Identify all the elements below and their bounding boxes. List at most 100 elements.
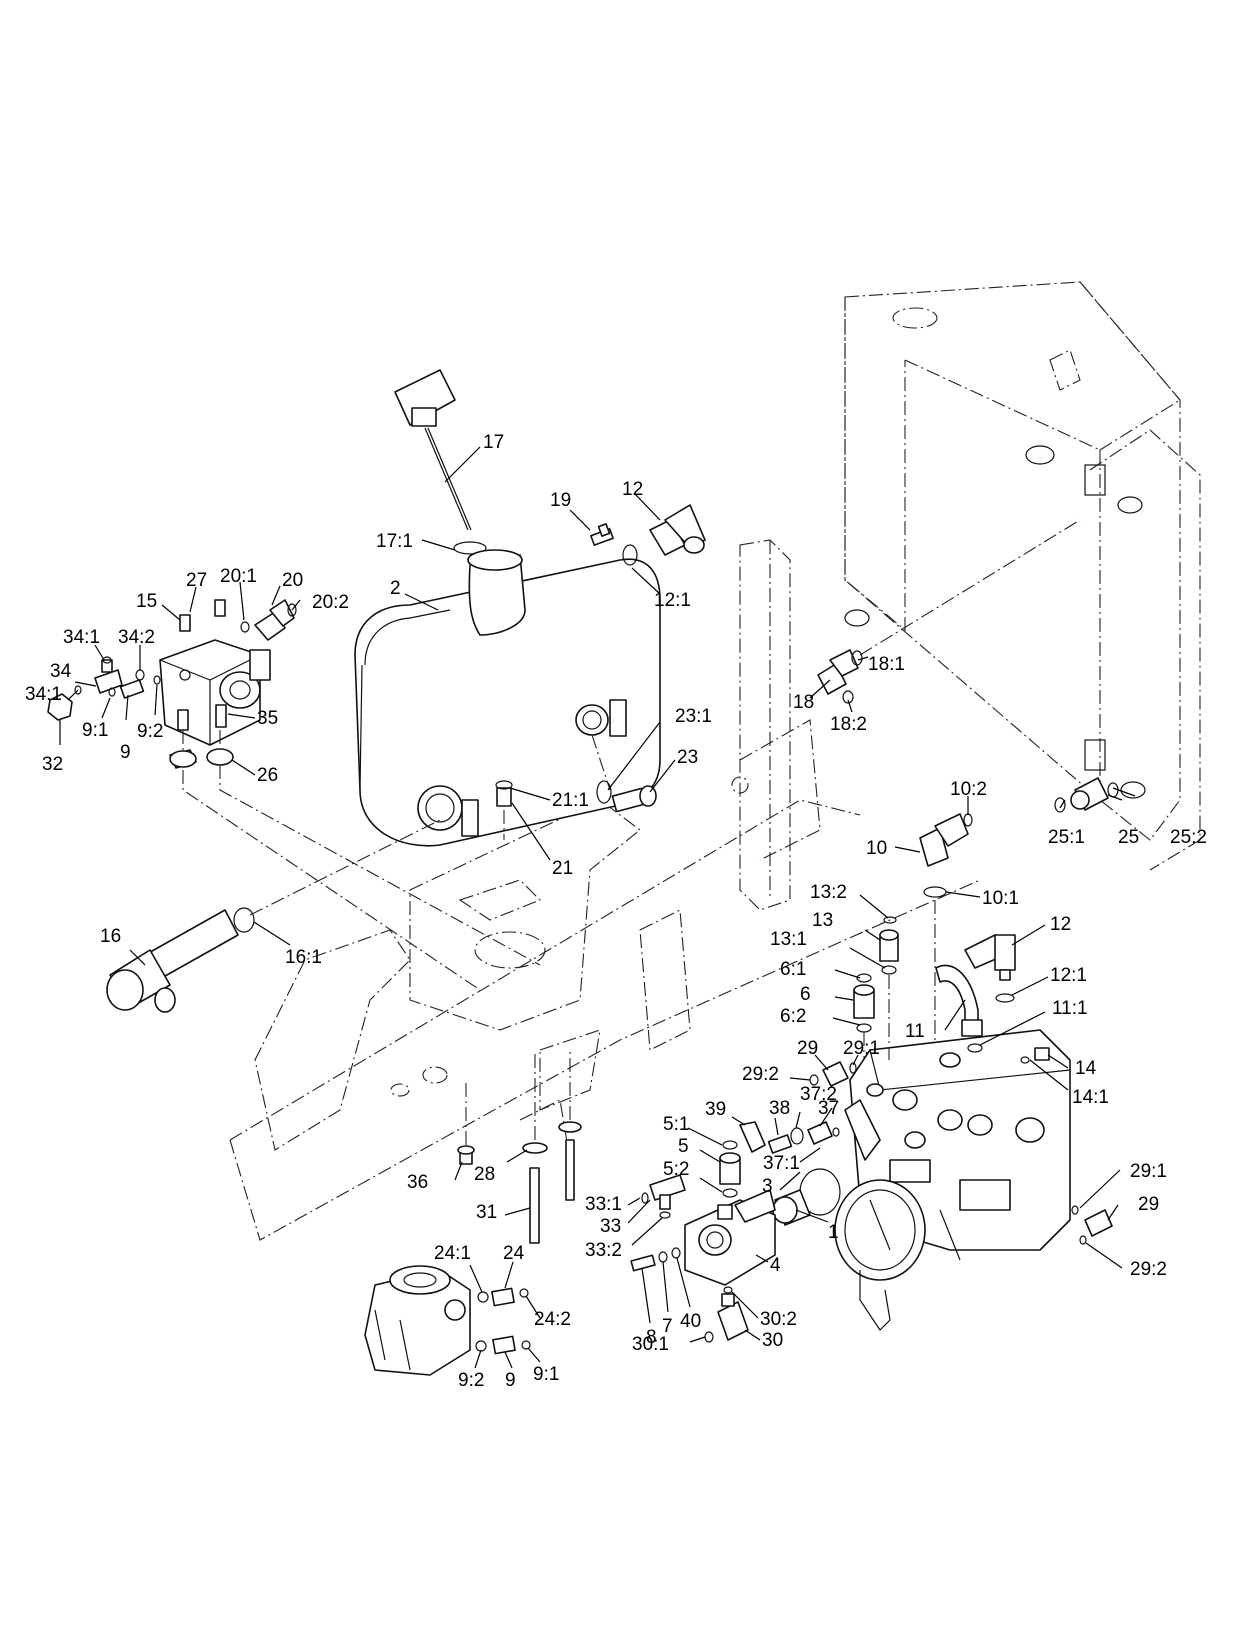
plug-14 (1034, 1047, 1050, 1061)
callout-28: 28 (474, 1164, 495, 1185)
callout-23: 23 (677, 747, 698, 768)
screw-15 (179, 614, 191, 632)
fitting-5 (719, 1152, 741, 1185)
oring-34-1-top (102, 656, 112, 664)
callout-30-2: 30:2 (760, 1309, 797, 1330)
oring-17-1 (453, 541, 487, 555)
elbow-20 (254, 599, 295, 641)
oring-6-1 (856, 973, 872, 983)
callout-12: 12 (622, 479, 643, 500)
callout-18-2: 18:2 (830, 714, 867, 735)
callout-1: 1 (828, 1222, 839, 1243)
plug-21 (496, 787, 512, 807)
washer-40 (671, 1247, 681, 1259)
callout-25-2: 25:2 (1170, 827, 1207, 848)
callout-21-1: 21:1 (552, 790, 589, 811)
hydrostatic-pump-assembly (834, 1029, 1071, 1331)
fitting-24 (491, 1287, 515, 1307)
callout-6: 6 (800, 984, 811, 1005)
oring-10-2 (963, 813, 973, 827)
callout-10-1: 10:1 (982, 888, 1019, 909)
callout-9-lower: 9 (505, 1370, 516, 1391)
callout-27: 27 (186, 570, 207, 591)
callout-9-1-lower: 9:1 (533, 1364, 559, 1385)
elbow-18 (817, 649, 859, 695)
callout-20-2: 20:2 (312, 592, 349, 613)
oring-21-1 (495, 780, 513, 790)
spacer-35 (215, 704, 227, 728)
oring-24-1 (477, 1291, 489, 1303)
callout-34-2: 34:2 (118, 627, 155, 648)
callout-13-2: 13:2 (810, 882, 847, 903)
leader-lines (59, 446, 1136, 1369)
bolt-right (565, 1139, 575, 1201)
callout-10-2: 10:2 (950, 779, 987, 800)
callout-35: 35 (257, 708, 278, 729)
tee-34 (94, 659, 123, 694)
callout-18-1: 18:1 (868, 654, 905, 675)
oring-20-2 (287, 603, 297, 617)
oring-13-2 (883, 916, 897, 924)
elbow-10 (919, 813, 969, 867)
callout-33-2: 33:2 (585, 1240, 622, 1261)
callout-26: 26 (257, 765, 278, 786)
fitting-19 (590, 523, 614, 546)
oring-18-2 (842, 690, 854, 704)
callout-34-1: 34:1 (63, 627, 100, 648)
oring-18-1 (851, 650, 863, 666)
callout-2: 2 (390, 578, 401, 599)
oring-10-1 (923, 886, 947, 898)
callout-12-right: 12 (1050, 914, 1071, 935)
elbow-29-top (822, 1061, 849, 1087)
washer-28 (522, 1142, 548, 1154)
fitting-25 (1070, 777, 1109, 811)
callout-4: 4 (770, 1255, 781, 1276)
callout-29: 29 (797, 1038, 818, 1059)
oring-30-1 (704, 1331, 714, 1343)
fitting-6 (853, 984, 875, 1019)
nut-32 (47, 693, 73, 721)
callout-32: 32 (42, 754, 63, 775)
callout-24: 24 (503, 1243, 525, 1264)
callout-5: 5 (678, 1136, 689, 1157)
callout-14-1: 14:1 (1072, 1087, 1109, 1108)
callout-20: 20 (282, 570, 303, 591)
valve-block-27 (159, 639, 271, 746)
callout-6-1: 6:1 (780, 959, 806, 980)
callout-29-right: 29 (1138, 1194, 1159, 1215)
coupler-1 (772, 1189, 811, 1226)
screw-27 (214, 599, 226, 617)
oring-12-1-top (622, 544, 638, 566)
callout-24-1: 24:1 (434, 1243, 471, 1264)
callout-10: 10 (866, 838, 887, 859)
oring-9-1-lower (521, 1340, 531, 1350)
cap-39 (739, 1121, 766, 1153)
fitting-12-right (964, 934, 1016, 981)
oring-14-1 (1020, 1056, 1030, 1064)
fitting-23 (611, 785, 657, 813)
hydraulic-tank-2 (354, 549, 661, 847)
callout-25: 25 (1118, 827, 1139, 848)
fitting-13 (879, 929, 899, 962)
oring-33-2 (659, 1211, 671, 1219)
callout-9: 9 (120, 742, 131, 763)
callout-37-1: 37:1 (763, 1153, 800, 1174)
callout-33: 33 (600, 1216, 621, 1237)
oring-34-1 (74, 685, 82, 695)
oring-5-2 (722, 1188, 738, 1198)
callout-16-1: 16:1 (285, 947, 322, 968)
oring-33-1 (641, 1192, 649, 1204)
gear-pump-4 (684, 1189, 776, 1286)
callout-29-1: 29:1 (843, 1038, 880, 1059)
fitting-9 (119, 679, 145, 699)
oring-11-1 (967, 1043, 983, 1053)
spacer-upper (177, 709, 189, 731)
callout-25-1: 25:1 (1048, 827, 1085, 848)
callout-17-1: 17:1 (376, 531, 413, 552)
hose-11 (935, 964, 983, 1037)
elbow-30 (717, 1293, 749, 1341)
callout-13-1: 13:1 (770, 929, 807, 950)
callout-21: 21 (552, 858, 573, 879)
bolt-31 (529, 1167, 540, 1244)
